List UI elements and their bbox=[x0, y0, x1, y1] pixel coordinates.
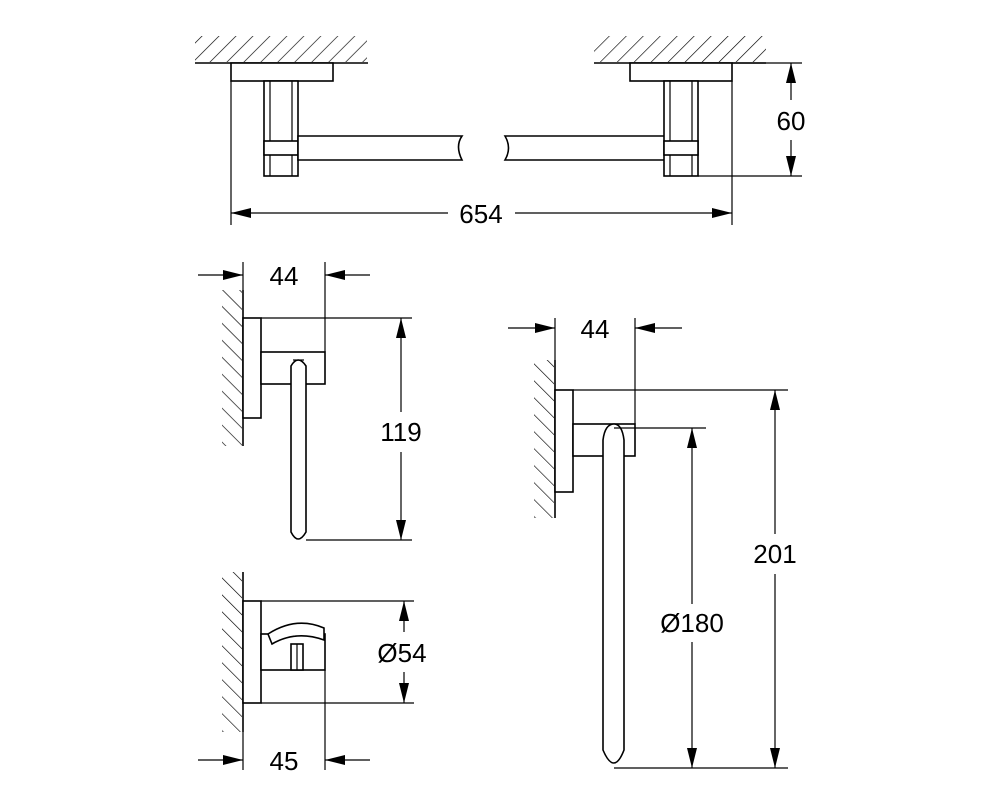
dim-60-label: 60 bbox=[777, 106, 806, 136]
wall-hatch-left bbox=[195, 36, 367, 62]
dim-180-label: Ø180 bbox=[660, 608, 724, 638]
towel-bar-right-bracket bbox=[629, 62, 733, 177]
towel-bar-left-bracket bbox=[230, 62, 334, 177]
dim-201-label: 201 bbox=[753, 539, 796, 569]
wall-hatch-right bbox=[594, 36, 766, 62]
dim-44-paper-label: 44 bbox=[270, 261, 299, 291]
wall-hatch bbox=[222, 572, 242, 732]
dim-54-label: Ø54 bbox=[377, 638, 426, 668]
dim-45-label: 45 bbox=[270, 746, 299, 776]
wall-hatch bbox=[534, 360, 554, 518]
towel-ring-view: 44 201 Ø180 bbox=[508, 314, 797, 769]
dim-44-ring-label: 44 bbox=[581, 314, 610, 344]
towel-bar-view: 654 60 bbox=[195, 36, 805, 229]
towel-bar-rod-left bbox=[297, 135, 464, 161]
dim-119-label: 119 bbox=[380, 417, 421, 447]
wall-hatch bbox=[222, 290, 242, 446]
towel-bar-rod-right bbox=[503, 135, 666, 161]
robe-hook-view: 45 Ø54 bbox=[198, 572, 427, 776]
dim-654-label: 654 bbox=[459, 199, 502, 229]
paper-holder-view: 44 119 bbox=[198, 261, 422, 541]
